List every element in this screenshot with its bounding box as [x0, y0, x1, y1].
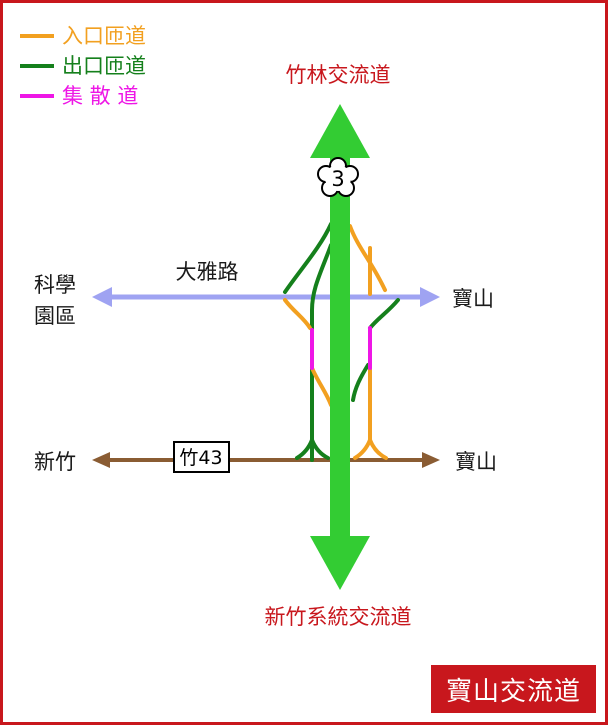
legend-label-entrance: 入口匝道 [62, 24, 146, 48]
upper-road-east-arrowhead [420, 287, 440, 307]
north-destination-label: 竹林交流道 [286, 63, 391, 87]
entrance-ramp-east-fork-l [353, 438, 372, 460]
lower-road-east-label: 寶山 [455, 450, 497, 474]
ramps [283, 222, 400, 462]
route-marker-label: 竹43 [179, 447, 222, 469]
freeway-shield-number: 3 [331, 167, 344, 191]
south-destination-label: 新竹系統交流道 [265, 605, 412, 629]
freeway-shield-icon: 3 [317, 157, 359, 197]
lower-road-east-arrowhead [422, 452, 440, 468]
freeway-south-arrowhead [310, 536, 370, 590]
upper-road [92, 287, 440, 307]
exit-ramp-west-fork-r [310, 438, 330, 460]
route-marker: 竹43 [173, 441, 230, 473]
freeway: 3 [310, 104, 370, 590]
lower-road [92, 452, 440, 468]
freeway-north-arrowhead [310, 104, 370, 158]
legend-label-exit: 出口匝道 [62, 54, 146, 78]
interchange-title: 寶山交流道 [431, 665, 596, 713]
upper-road-name: 大雅路 [176, 260, 239, 284]
upper-road-west-arrowhead [92, 287, 112, 307]
exit-ramp-se [351, 363, 370, 402]
upper-road-west-label-line1: 科學 [34, 273, 76, 297]
upper-road-west-label-line2: 園區 [34, 304, 76, 328]
entrance-ramp-east-fork-r [368, 438, 388, 460]
exit-ramp-se-upper [368, 298, 400, 330]
route-marker-box [173, 441, 230, 473]
exit-ramp-west-fork-l [295, 438, 314, 460]
lower-road-west-arrowhead [92, 452, 110, 468]
legend-label-collector: 集 散 道 [62, 84, 138, 108]
legend: 入口匝道 出口匝道 集 散 道 [20, 24, 146, 108]
upper-road-east-label: 寶山 [452, 287, 494, 311]
exit-ramp-nw-inner [310, 243, 333, 332]
entrance-ramp-sw [283, 298, 312, 330]
entrance-ramp-w-lower [310, 366, 333, 407]
exit-ramp-nw-outer [283, 222, 333, 294]
entrance-ramp-ne-outer [348, 224, 387, 292]
freeway-shaft [330, 150, 350, 550]
lower-road-west-label: 新竹 [34, 450, 76, 474]
